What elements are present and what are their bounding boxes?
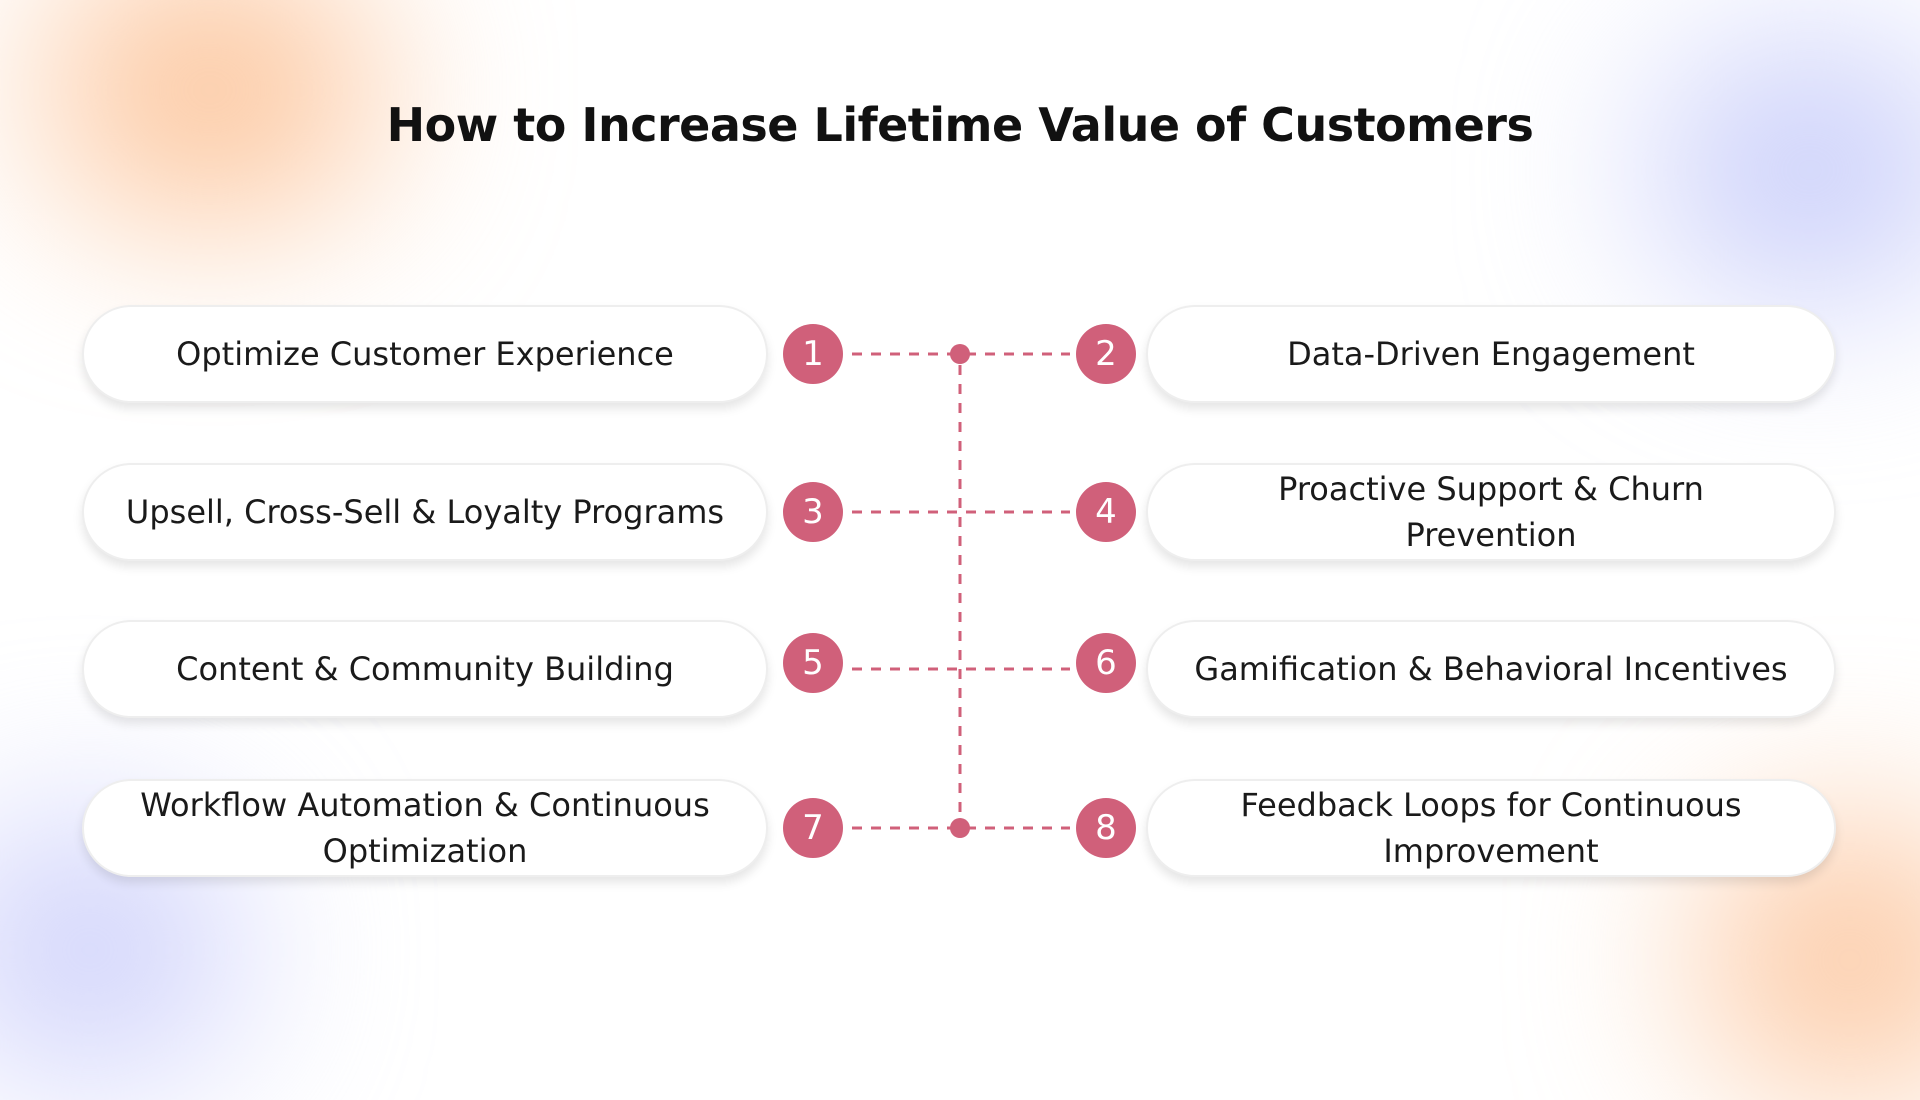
step-label: Upsell, Cross-Sell & Loyalty Programs [125, 493, 725, 531]
junction-dot-bottom [950, 818, 970, 838]
step-label: Workflow Automation & Continuous Optimiz… [140, 786, 710, 870]
step-label: Gamification & Behavioral Incentives [1194, 650, 1788, 688]
step-number-5: 5 [783, 633, 843, 693]
step-label: Data-Driven Engagement [1287, 335, 1695, 373]
step-label: Content & Community Building [176, 650, 674, 688]
junction-dot-top [950, 344, 970, 364]
step-label: Optimize Customer Experience [176, 335, 674, 373]
step-card-8: Feedback Loops for Continuous Improvemen… [1146, 779, 1836, 877]
step-card-7: Workflow Automation & Continuous Optimiz… [82, 779, 768, 877]
step-card-2: Data-Driven Engagement [1146, 305, 1836, 403]
step-label: Feedback Loops for Continuous Improvemen… [1240, 786, 1742, 870]
step-card-5: Content & Community Building [82, 620, 768, 718]
page-title: How to Increase Lifetime Value of Custom… [386, 98, 1534, 152]
step-number-4: 4 [1076, 482, 1136, 542]
step-number-8: 8 [1076, 798, 1136, 858]
step-card-3: Upsell, Cross-Sell & Loyalty Programs [82, 463, 768, 561]
step-number-3: 3 [783, 482, 843, 542]
step-card-1: Optimize Customer Experience [82, 305, 768, 403]
bg-blue-blob-top [1650, 40, 1920, 300]
step-label: Proactive Support & Churn Prevention [1278, 470, 1704, 554]
step-number-1: 1 [783, 324, 843, 384]
step-number-7: 7 [783, 798, 843, 858]
step-number-2: 2 [1076, 324, 1136, 384]
step-card-6: Gamification & Behavioral Incentives [1146, 620, 1836, 718]
step-number-6: 6 [1076, 633, 1136, 693]
step-card-4: Proactive Support & Churn Prevention [1146, 463, 1836, 561]
bg-orange-blob-top [40, 0, 380, 220]
